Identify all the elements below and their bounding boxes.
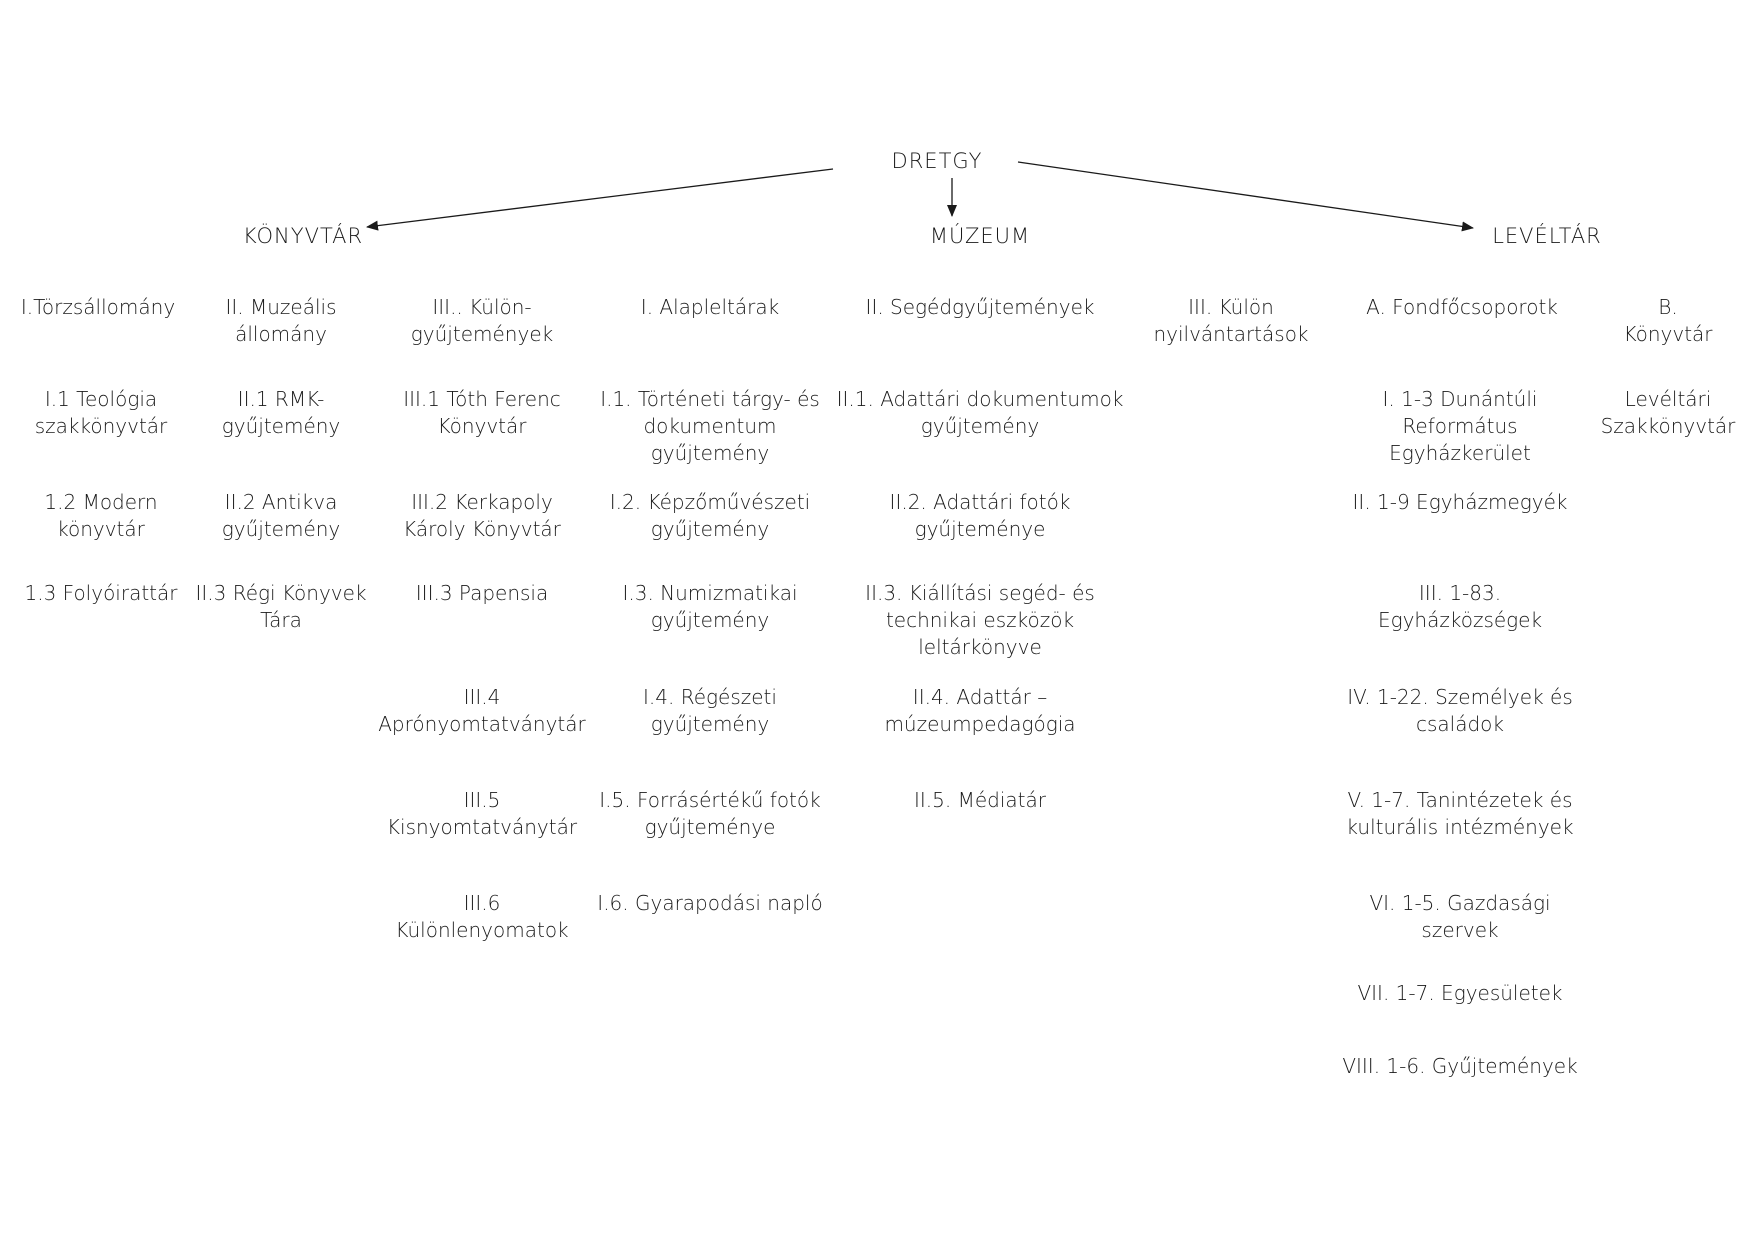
konyvtar-col1-header: I.Törzsállomány bbox=[20, 295, 176, 319]
branch-leveltar: LEVÉLTÁR bbox=[1492, 224, 1602, 248]
muzeum-col2-item: II.3. Kiállítási segéd- és technikai esz… bbox=[865, 581, 1095, 659]
konyvtar-col1-item: 1.3 Folyóirattár bbox=[24, 581, 178, 605]
muzeum-col2-item: II.4. Adattár – múzeumpedagógia bbox=[884, 685, 1076, 736]
konyvtar-col2-item: II.2 Antikva gyűjtemény bbox=[221, 490, 341, 541]
muzeum-col2-item: II.2. Adattári fotók gyűjteménye bbox=[889, 490, 1071, 541]
muzeum-col1-item: I.4. Régészeti gyűjtemény bbox=[643, 685, 777, 736]
leveltar-col1-item: VI. 1-5. Gazdasági szervek bbox=[1369, 891, 1551, 942]
konyvtar-col3-item: III.5 Kisnyomtatványtár bbox=[386, 788, 578, 839]
konyvtar-col3-item: III.1 Tóth Ferenc Könyvtár bbox=[403, 387, 561, 438]
leveltar-col1-header: A. Fondfőcsoporotk bbox=[1366, 295, 1558, 319]
muzeum-col2-header: II. Segédgyűjtemények bbox=[865, 295, 1095, 319]
konyvtar-col3-item: III.3 Papensia bbox=[415, 581, 549, 605]
leveltar-col1-item: II. 1-9 Egyházmegyék bbox=[1352, 490, 1568, 514]
leveltar-col1-item: VII. 1-7. Egyesületek bbox=[1357, 981, 1563, 1005]
muzeum-col1-header: I. Alapleltárak bbox=[640, 295, 780, 319]
muzeum-col1-item: I.2. Képzőművészeti gyűjtemény bbox=[609, 490, 811, 541]
konyvtar-col2-item: II.3 Régi Könyvek Tára bbox=[195, 581, 367, 632]
konyvtar-col2-item: II.1 RMK- gyűjtemény bbox=[221, 387, 341, 438]
konyvtar-col1-item: I.1 Teológia szakkönyvtár bbox=[34, 387, 168, 438]
leveltar-col1-item: VIII. 1-6. Gyűjtemények bbox=[1342, 1054, 1578, 1078]
arrow-to-konyvtar bbox=[366, 168, 834, 231]
arrow-to-leveltar bbox=[1017, 161, 1474, 232]
leveltar-col1-item: V. 1-7. Tanintézetek és kulturális intéz… bbox=[1346, 788, 1574, 839]
muzeum-col2-item: II.1. Adattári dokumentumok gyűjtemény bbox=[836, 387, 1124, 438]
leveltar-col2-item: Levéltári Szakkönyvtár bbox=[1600, 387, 1736, 438]
branch-muzeum: MÚZEUM bbox=[929, 224, 1031, 248]
konyvtar-col2-header: II. Muzeális állomány bbox=[225, 295, 337, 346]
konyvtar-col1-item: 1.2 Modern könyvtár bbox=[44, 490, 158, 541]
leveltar-col2-header: B. Könyvtár bbox=[1623, 295, 1713, 346]
konyvtar-col3-header: III.. Külön- gyűjtemények bbox=[410, 295, 554, 346]
muzeum-col1-item: I.5. Forrásértékű fotók gyűjteménye bbox=[599, 788, 821, 839]
leveltar-col1-item: I. 1-3 Dunántúli Református Egyházkerüle… bbox=[1382, 387, 1538, 465]
konyvtar-col3-item: III.2 Kerkapoly Károly Könyvtár bbox=[403, 490, 561, 541]
muzeum-col2-item: II.5. Médiatár bbox=[914, 788, 1046, 812]
muzeum-col1-item: I.6. Gyarapodási napló bbox=[597, 891, 823, 915]
root-node: DRETGY bbox=[891, 149, 983, 173]
muzeum-col1-item: I.1. Történeti tárgy- és dokumentum gyűj… bbox=[600, 387, 820, 465]
leveltar-col1-item: III. 1-83. Egyházközségek bbox=[1377, 581, 1543, 632]
leveltar-col1-item: IV. 1-22. Személyek és családok bbox=[1347, 685, 1573, 736]
konyvtar-col3-item: III.4 Aprónyomtatványtár bbox=[378, 685, 586, 736]
branch-konyvtar: KÖNYVTÁR bbox=[242, 224, 364, 248]
muzeum-col1-item: I.3. Numizmatikai gyűjtemény bbox=[622, 581, 798, 632]
konyvtar-col3-item: III.6 Különlenyomatok bbox=[395, 891, 569, 942]
muzeum-col3-header: III. Külön nyilvántartások bbox=[1153, 295, 1309, 346]
